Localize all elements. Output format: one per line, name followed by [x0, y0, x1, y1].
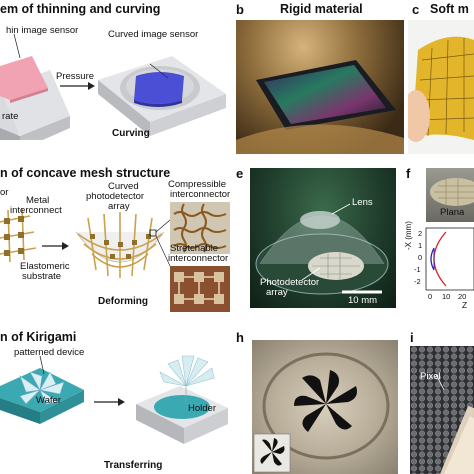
- curving-label: Curving: [112, 128, 150, 139]
- pressure-label: Pressure: [56, 71, 95, 82]
- array-label: array: [108, 201, 130, 212]
- panel-b-title: Rigid material: [280, 2, 363, 16]
- or-label: or: [0, 187, 9, 198]
- plot-f-svg: [425, 227, 474, 291]
- plot-f-tick-2: 2: [418, 229, 423, 238]
- photodetector-e-label: Photodetector: [260, 277, 320, 288]
- compressible-interconnector-label: interconnector: [170, 189, 231, 200]
- panel-d-diagram: [0, 182, 232, 312]
- interconnect-label: interconnect: [10, 205, 62, 216]
- plot-f-xtick-10: 10: [442, 292, 451, 301]
- patterned-device-label: patterned device: [14, 347, 85, 358]
- elastomeric-substrate-label: substrate: [22, 271, 62, 282]
- pixel-photo: [410, 346, 474, 474]
- panel-h-letter: h: [236, 330, 244, 345]
- pixel-label: Pixel: [420, 371, 441, 382]
- planar-photo: [426, 168, 474, 222]
- pressure-arrow-head: [88, 82, 95, 90]
- rigid-material-photo: [236, 20, 404, 154]
- plot-f-tick-neg1: -1: [414, 265, 421, 274]
- lens-photo: [250, 168, 396, 308]
- plot-f-xtick-0: 0: [428, 292, 433, 301]
- panel-c-title: Soft m: [430, 2, 469, 16]
- transferring-label: Transferring: [104, 460, 163, 471]
- holder-label: Holder: [188, 403, 216, 414]
- elastomeric-label: Elastomeric: [20, 261, 70, 272]
- plot-f-zlabel: Z: [462, 300, 468, 310]
- planar-label: Plana: [440, 207, 465, 218]
- curved-sensor-label: Curved image sensor: [108, 29, 199, 40]
- plot-f-tick-0: 0: [418, 253, 423, 262]
- panel-c-letter: c: [412, 2, 420, 17]
- soft-material-photo: [408, 20, 474, 154]
- stretchable-label: Stretchable: [170, 243, 219, 254]
- panel-f-letter: f: [406, 166, 411, 181]
- panel-g-diagram: [0, 346, 232, 458]
- thin-sensor: [0, 56, 48, 100]
- scale-bar-label: 10 mm: [348, 295, 378, 306]
- plot-f-tick-1: 1: [418, 241, 423, 250]
- panel-g-svg: [0, 355, 228, 444]
- panel-i-letter: i: [410, 330, 414, 345]
- panel-b-letter: b: [236, 2, 244, 17]
- plot-f: [412, 224, 474, 310]
- photodetector-label: photodetector: [86, 191, 145, 202]
- lens-label: Lens: [352, 197, 373, 208]
- deforming-label: Deforming: [98, 296, 148, 307]
- panel-g-title: n of Kirigami: [0, 330, 77, 344]
- plot-f-ylabel: -X (mm): [404, 221, 413, 250]
- curved-label: Curved: [108, 181, 139, 192]
- substrate-label: rate: [2, 111, 19, 122]
- panel-a-diagram: [0, 18, 230, 140]
- array-e-label: array: [266, 287, 288, 298]
- panel-e-letter: e: [236, 166, 244, 181]
- compressible-label: Compressible: [168, 179, 227, 190]
- thin-sensor-label: hin image sensor: [6, 25, 79, 36]
- curved-sensor: [134, 72, 184, 104]
- kirigami-photo: [252, 340, 398, 474]
- plot-f-xtick-20: 20: [458, 292, 467, 301]
- panel-a-title: em of thinning and curving: [0, 2, 161, 16]
- panel-d-svg: [0, 207, 171, 278]
- wafer-label: Wafer: [36, 395, 61, 406]
- panel-a-svg: [0, 33, 226, 140]
- stretchable-inset: [170, 266, 230, 312]
- compressible-inset: [170, 202, 230, 254]
- holder-well: [154, 395, 210, 419]
- plot-f-tick-neg2: -2: [414, 277, 421, 286]
- stretchable-interconnector-label: interconnector: [168, 253, 229, 264]
- panel-d-title: n of concave mesh structure: [0, 166, 171, 180]
- plot-f-curve-blue: [430, 247, 435, 271]
- metal-label: Metal: [26, 195, 50, 206]
